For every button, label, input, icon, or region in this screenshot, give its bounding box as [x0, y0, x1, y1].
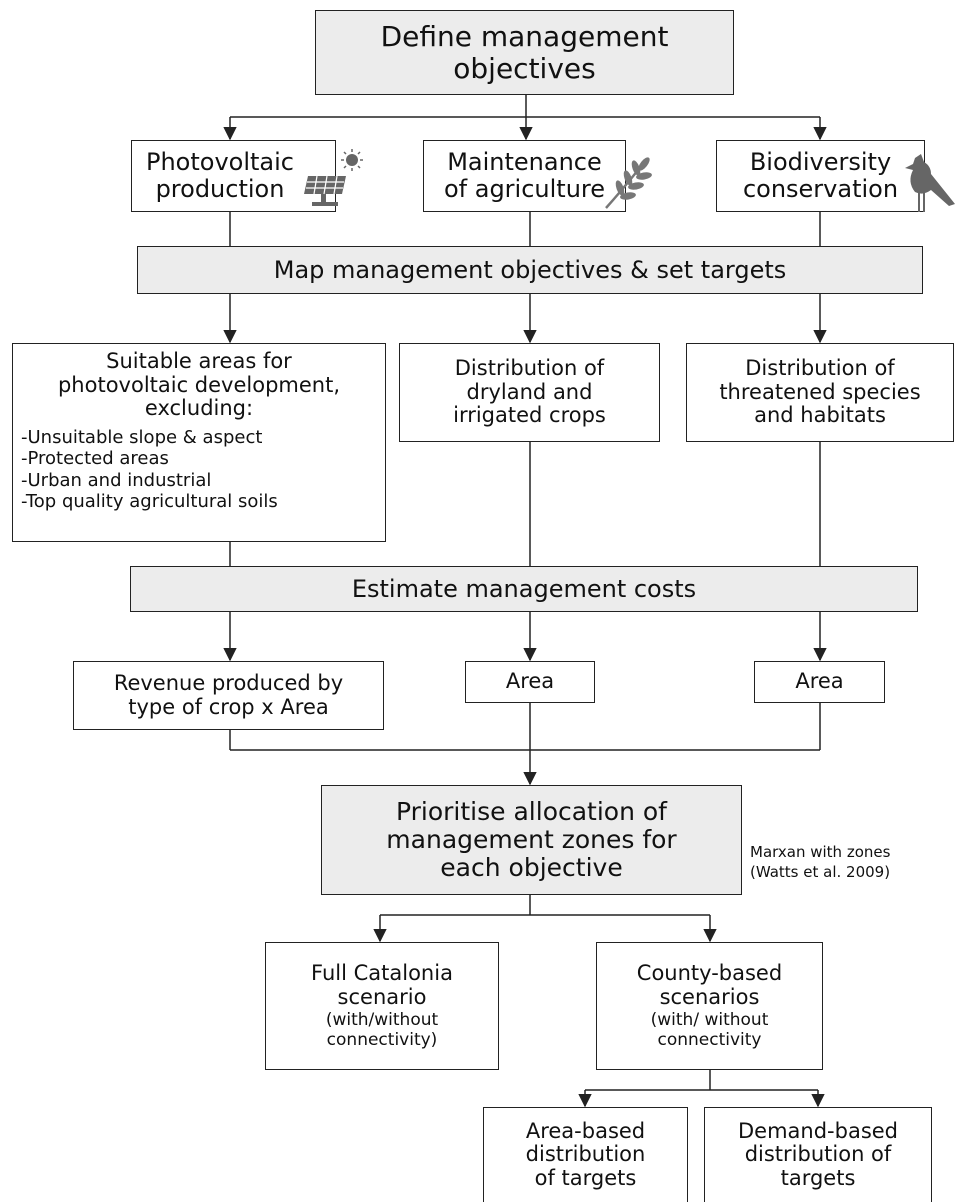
county-based-scenarios-box: County-based scenarios (with/ without co…	[596, 942, 823, 1070]
county-based-connectivity-note: (with/ without connectivity	[650, 1010, 769, 1050]
demand-based-targets-box: Demand-based distribution of targets	[704, 1107, 932, 1202]
agri-area-cost-label: Area	[505, 669, 555, 694]
wheat-icon	[605, 157, 652, 209]
revenue-cost-box: Revenue produced by type of crop x Area	[73, 661, 384, 730]
map-objectives-label: Map management objectives & set targets	[273, 255, 787, 284]
objective-biodiversity-box: Biodiversity conservation	[716, 140, 925, 212]
agri-area-cost-box: Area	[465, 661, 595, 703]
pv-exclusion-item: -Top quality agricultural soils	[21, 491, 278, 513]
pv-exclusion-item: -Protected areas	[21, 448, 169, 470]
demand-based-targets-label: Demand-based distribution of targets	[737, 1118, 899, 1190]
full-catalonia-scenario-box: Full Catalonia scenario (with/without co…	[265, 942, 499, 1070]
objective-agriculture-label: Maintenance of agriculture	[443, 148, 606, 203]
pv-exclusion-list: -Unsuitable slope & aspect -Protected ar…	[13, 427, 278, 513]
species-distribution-box: Distribution of threatened species and h…	[686, 343, 954, 442]
estimate-costs-label: Estimate management costs	[351, 574, 697, 603]
area-based-targets-box: Area-based distribution of targets	[483, 1107, 688, 1202]
objective-photovoltaic-label: Photovoltaic production	[146, 148, 294, 203]
map-objectives-band: Map management objectives & set targets	[137, 246, 923, 294]
area-based-targets-label: Area-based distribution of targets	[525, 1118, 646, 1190]
marxan-note: Marxan with zones (Watts et al. 2009)	[750, 843, 891, 881]
estimate-costs-band: Estimate management costs	[130, 566, 918, 612]
county-based-scenarios-label: County-based scenarios	[636, 961, 783, 1009]
objective-biodiversity-label: Biodiversity conservation	[742, 148, 899, 203]
crop-distribution-box: Distribution of dryland and irrigated cr…	[399, 343, 660, 442]
prioritise-allocation-box: Prioritise allocation of management zone…	[321, 785, 742, 895]
bio-area-cost-label: Area	[795, 669, 844, 694]
objective-photovoltaic-box: Photovoltaic production	[131, 140, 336, 212]
crop-distribution-label: Distribution of dryland and irrigated cr…	[453, 356, 606, 428]
bird-icon	[905, 154, 955, 212]
define-objectives-box: Define management objectives	[315, 10, 734, 95]
pv-exclusion-item: -Urban and industrial	[21, 469, 212, 491]
pv-exclusion-item: -Unsuitable slope & aspect	[21, 426, 263, 448]
define-objectives-label: Define management objectives	[380, 20, 669, 85]
full-catalonia-connectivity-note: (with/without connectivity)	[325, 1010, 439, 1050]
pv-suitable-areas-box: Suitable areas for photovoltaic developm…	[12, 343, 386, 542]
species-distribution-label: Distribution of threatened species and h…	[719, 356, 921, 428]
bio-area-cost-box: Area	[754, 661, 885, 703]
solar-panel-icon	[304, 149, 363, 206]
full-catalonia-scenario-label: Full Catalonia scenario	[311, 961, 453, 1009]
revenue-cost-label: Revenue produced by type of crop x Area	[113, 670, 344, 719]
objective-agriculture-box: Maintenance of agriculture	[423, 140, 626, 212]
prioritise-allocation-label: Prioritise allocation of management zone…	[386, 797, 677, 882]
pv-suitable-areas-title: Suitable areas for photovoltaic developm…	[57, 349, 341, 421]
